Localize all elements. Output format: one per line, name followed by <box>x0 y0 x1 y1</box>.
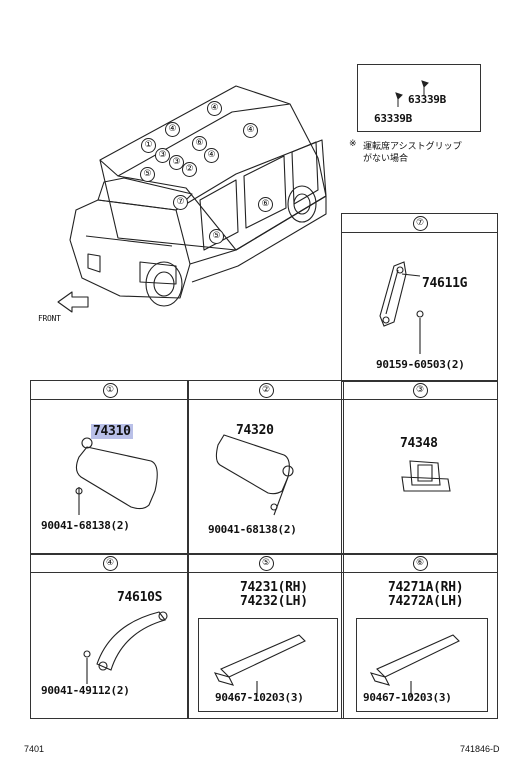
part-74232-lh: 74232(LH) <box>240 594 308 609</box>
note-line1: 運転席アシストグリップ <box>363 142 462 152</box>
sun-visor-icon <box>75 437 158 515</box>
panel-4-number: ④ <box>102 556 118 571</box>
panel-6: ⑥ 74271A(RH) 74272A(LH) 90467-10203(3) <box>341 553 498 719</box>
footer-left: 7401 <box>24 744 45 754</box>
callout-4: ④ <box>243 123 258 138</box>
panel-7-number: ⑦ <box>412 216 428 231</box>
callout-4: ④ <box>207 101 222 116</box>
callout-2: ② <box>182 162 197 177</box>
part-74610S: 74610S <box>117 590 163 605</box>
part-74348: 74348 <box>400 436 438 451</box>
grip-handle-icon <box>379 261 424 354</box>
panel-1: ① 74310 90041-68138(2) <box>30 380 189 555</box>
clip-holder-icon <box>401 460 451 492</box>
panel-6-number: ⑥ <box>412 556 428 571</box>
inset-part-b: 63339B <box>374 112 412 125</box>
note-line2: がない場合 <box>363 154 409 164</box>
panel-5: ⑤ 74231(RH) 74232(LH) 90467-10203(3) <box>187 553 344 719</box>
clip-90467: 90467-10203(3) <box>215 691 304 704</box>
callout-3: ③ <box>155 148 170 163</box>
panel-5-inner: 90467-10203(3) <box>198 618 338 712</box>
clip-icon <box>395 80 429 107</box>
part-74271A-rh: 74271A(RH) <box>388 580 464 595</box>
part-74310: 74310 <box>91 424 133 439</box>
callout-6: ⑥ <box>258 197 273 212</box>
screw-90041-49112: 90041-49112(2) <box>41 684 130 697</box>
panel-3: ③ 74348 <box>341 380 498 555</box>
front-label: FRONT <box>38 314 61 323</box>
inset-box: 63339B 63339B <box>357 64 481 132</box>
panel-3-number: ③ <box>412 383 428 398</box>
screw-90041-68138: 90041-68138(2) <box>208 523 297 536</box>
clip-90467: 90467-10203(3) <box>363 691 452 704</box>
screw-90041-68138: 90041-68138(2) <box>41 519 130 532</box>
callout-5: ⑤ <box>140 167 155 182</box>
callout-3: ③ <box>169 155 184 170</box>
callout-1: ① <box>141 138 156 153</box>
sun-visor-icon <box>215 434 294 516</box>
part-74231-rh: 74231(RH) <box>240 580 308 595</box>
part-74272A-lh: 74272A(LH) <box>388 594 464 609</box>
note-mark: ※ <box>349 139 357 149</box>
trim-strip-icon <box>213 634 306 697</box>
callout-4: ④ <box>204 148 219 163</box>
part-74320: 74320 <box>236 423 274 438</box>
assist-grip-icon <box>83 611 168 684</box>
callout-4: ④ <box>165 122 180 137</box>
panel-6-inner: 90467-10203(3) <box>356 618 488 712</box>
panel-5-number: ⑤ <box>258 556 274 571</box>
trim-strip-icon <box>369 634 460 697</box>
panel-2: ② 74320 90041-68138(2) <box>187 380 344 555</box>
screw-90159: 90159-60503(2) <box>376 358 465 371</box>
callout-6: ⑥ <box>192 136 207 151</box>
panel-2-number: ② <box>258 383 274 398</box>
panel-7: ⑦ 74611G 90159-60503(2) <box>341 213 498 382</box>
panel-4: ④ 74610S 90041-49112(2) <box>30 553 189 719</box>
part-74611G: 74611G <box>422 276 468 291</box>
panel-1-number: ① <box>102 383 118 398</box>
footer-right: 741846-D <box>460 744 500 754</box>
callout-7: ⑦ <box>173 195 188 210</box>
inset-part-a: 63339B <box>408 93 446 106</box>
callout-5: ⑤ <box>209 229 224 244</box>
